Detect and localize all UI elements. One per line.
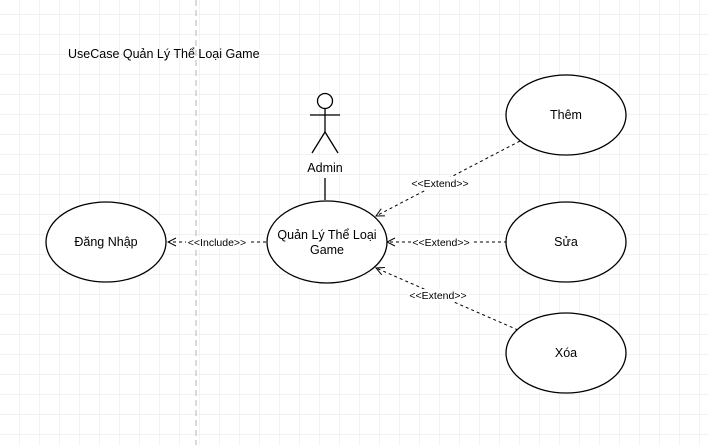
actor-admin[interactable]: Admin: [307, 92, 343, 176]
extend-delete-label: <<Extend>>: [409, 290, 466, 302]
actor-right-leg: [324, 131, 339, 154]
extend-add-label: <<Extend>>: [411, 178, 468, 190]
include-label-bg: [186, 236, 248, 249]
extend-add-label-bg: [410, 177, 470, 190]
usecase-main-label-line1: Quản Lý Thể Loại: [277, 228, 376, 242]
extend-edit-label-bg: [411, 236, 471, 249]
usecase-delete-label: Xóa: [555, 346, 577, 360]
usecase-add-label: Thêm: [550, 108, 582, 122]
actor-head: [316, 92, 334, 110]
diagram-title[interactable]: UseCase Quản Lý Thể Loại Game: [68, 47, 260, 61]
include-label: <<Include>>: [188, 237, 246, 249]
usecase-login-label: Đăng Nhập: [74, 235, 137, 249]
actor-left-leg: [311, 131, 326, 154]
extend-line-delete[interactable]: [376, 268, 519, 331]
actor-label: Admin: [307, 161, 342, 175]
extend-edit-label: <<Extend>>: [412, 237, 469, 249]
usecase-edit-label: Sửa: [554, 235, 578, 249]
usecase-login[interactable]: Đăng Nhập: [45, 201, 167, 283]
usecase-main[interactable]: Quản Lý Thể Loại Game: [266, 200, 388, 284]
usecase-main-label-line2: Game: [310, 243, 344, 257]
usecase-edit[interactable]: Sửa: [505, 201, 627, 283]
usecase-delete[interactable]: Xóa: [505, 312, 627, 394]
extend-delete-label-bg: [408, 289, 468, 302]
usecase-add[interactable]: Thêm: [505, 74, 627, 156]
